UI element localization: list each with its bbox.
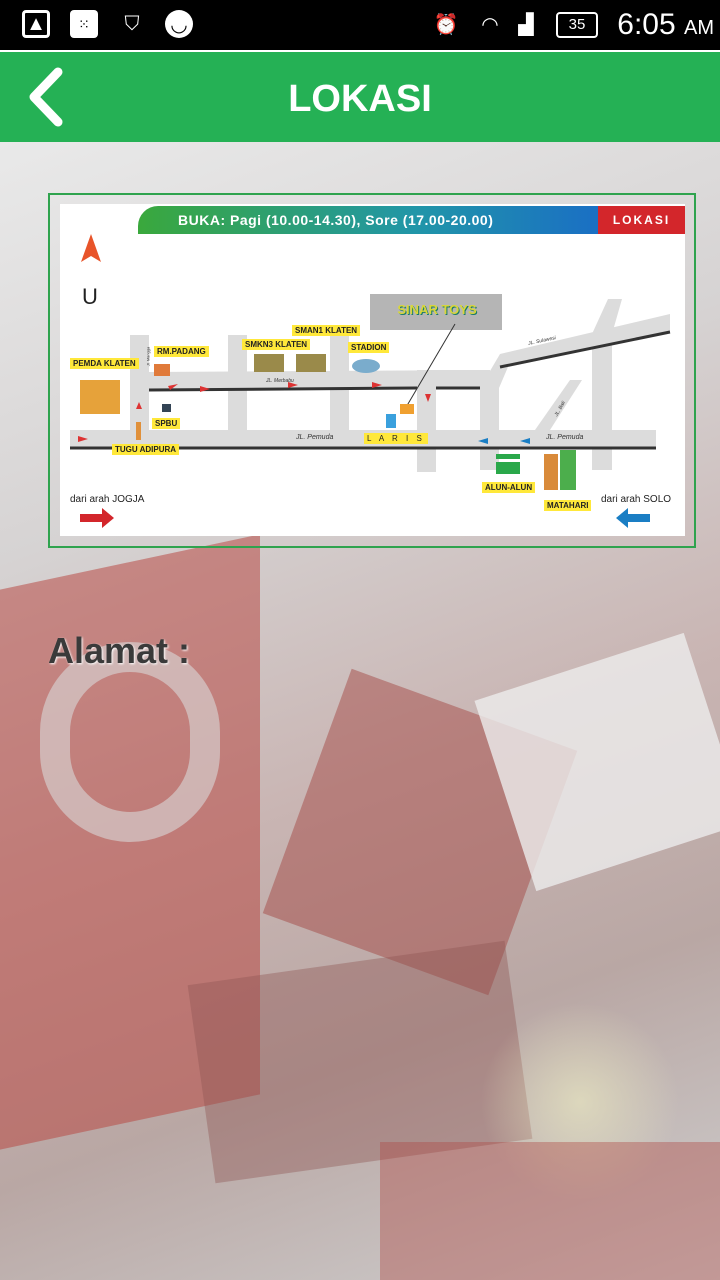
- road-jl-mangga: Jl. Mangga: [145, 346, 151, 367]
- label-matahari: MATAHARI: [544, 500, 592, 511]
- label-laris: L A R I S: [364, 433, 428, 444]
- alun-alun-icon: [496, 454, 520, 474]
- store-logo: SINAR TOYS: [397, 302, 477, 317]
- page-title: LOKASI: [288, 78, 432, 120]
- back-button[interactable]: [22, 66, 78, 128]
- rm-padang-icon: [154, 364, 170, 376]
- map-roads: [70, 234, 671, 528]
- app-bar: LOKASI: [0, 50, 720, 142]
- road-jl-pemuda-east: JL. Pemuda: [546, 434, 584, 441]
- clock-time: 6:05: [617, 8, 676, 41]
- from-solo-label: dari arah SOLO: [601, 494, 672, 505]
- label-tugu-adipura: TUGU ADIPURA: [112, 444, 180, 455]
- label-sman1: SMAN1 KLATEN: [292, 325, 361, 336]
- label-smkn3: SMKN3 KLATEN: [242, 339, 311, 350]
- spbu-icon: [162, 404, 171, 412]
- stadion-icon: [352, 359, 380, 373]
- label-spbu: SPBU: [152, 418, 181, 429]
- laris-icon: [386, 414, 396, 428]
- sinar-toys-shop-icon: [400, 404, 414, 414]
- address-label: Alamat :: [48, 630, 191, 671]
- label-pemda: PEMDA KLATEN: [70, 358, 139, 369]
- clock-ampm: AM: [684, 17, 714, 39]
- north-arrow-icon: [81, 234, 101, 262]
- road-jl-pemuda-west: JL. Pemuda: [296, 434, 334, 441]
- signal-icon: ▟: [518, 13, 534, 36]
- north-label: U: [82, 284, 98, 309]
- opening-hours-banner: BUKA: Pagi (10.00-14.30), Sore (17.00-20…: [138, 206, 598, 234]
- status-bar: ▲ ⁙ ⛉ ◡ ⏰ ◠ ▟ 35 6:05 AM: [0, 0, 720, 50]
- alarm-icon: ⏰: [433, 13, 459, 36]
- lokasi-badge: LOKASI: [598, 206, 685, 234]
- pemda-building-icon: [80, 380, 120, 414]
- arrow-from-jogja-icon: [80, 508, 114, 528]
- clock: 6:05 AM: [617, 8, 714, 42]
- bbm-icon: ⁙: [70, 10, 98, 38]
- label-alun-alun: ALUN-ALUN: [482, 482, 536, 493]
- road-jl-merbabu: JL. Merbabu: [266, 378, 294, 384]
- battery-level: 35: [568, 16, 586, 33]
- label-rm-padang: RM.PADANG: [154, 346, 209, 357]
- chevron-left-icon: [29, 67, 63, 127]
- from-jogja-label: dari arah JOGJA: [70, 494, 145, 505]
- sman1-building-icon: [296, 354, 326, 372]
- shield-icon: ⛉: [124, 12, 140, 35]
- location-map[interactable]: BUKA: Pagi (10.00-14.30), Sore (17.00-20…: [60, 204, 685, 536]
- arrow-from-solo-icon: [616, 508, 650, 528]
- tugu-adipura-icon: [136, 422, 141, 440]
- location-map-frame: BUKA: Pagi (10.00-14.30), Sore (17.00-20…: [48, 193, 696, 548]
- matahari-building-icon: [544, 450, 576, 490]
- wifi-icon: ◠: [481, 13, 499, 36]
- image-icon: ▲: [22, 10, 50, 38]
- battery-icon: 35: [556, 12, 598, 38]
- traffic-arrows: [78, 382, 431, 442]
- smkn3-building-icon: [254, 354, 284, 372]
- label-stadion: STADION: [348, 342, 390, 353]
- smiley-icon: ◡: [165, 10, 193, 38]
